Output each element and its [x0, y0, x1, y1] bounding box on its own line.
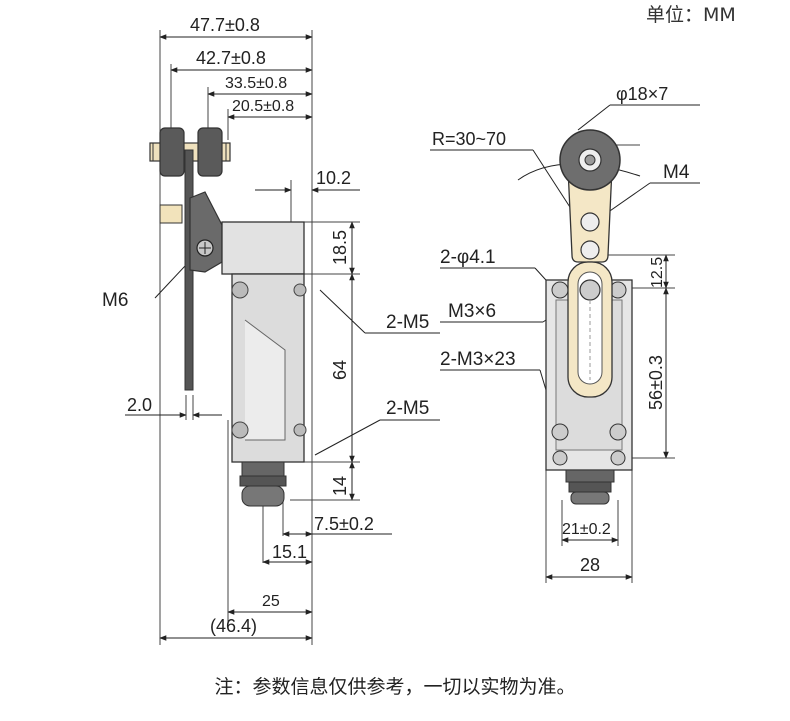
- front-lever-arm: [567, 167, 613, 398]
- dim-body-width: 28: [580, 555, 600, 575]
- callout-m6: M6: [102, 290, 128, 311]
- footnote: 注：参数信息仅供参考，一切以实物为准。: [214, 676, 576, 698]
- dim-offset-top: 10.2: [316, 168, 351, 188]
- dim-top-offset: 12.5: [649, 257, 666, 288]
- callout-m3x6: M3×6: [448, 301, 496, 322]
- dim-roller-size: φ18×7: [616, 84, 668, 104]
- dim-radius: R=30~70: [432, 129, 506, 149]
- side-lever-arm: [159, 149, 223, 391]
- front-view: φ18×7 R=30~70 12.5 56±0.3 21±0.2 28 M4 2…: [430, 84, 700, 583]
- callout-2-phi-4-1: 2-φ4.1: [440, 247, 496, 268]
- callout-m4: M4: [663, 162, 690, 183]
- dim-arm-thickness: 2.0: [127, 395, 152, 415]
- dim-nut-width-front: 21±0.2: [562, 521, 611, 538]
- callout-2-m5-lower: 2-M5: [386, 398, 429, 419]
- dim-width-3: 33.5±0.8: [225, 75, 287, 92]
- dim-height-top: 18.5: [330, 230, 350, 265]
- dim-boot-width: 15.1: [272, 542, 307, 562]
- callout-2-m5-upper: 2-M5: [386, 312, 429, 333]
- callout-2-m3x23: 2-M3×23: [440, 349, 516, 370]
- front-roller: [559, 129, 621, 191]
- dim-width-2: 42.7±0.8: [196, 48, 266, 68]
- dim-total-depth: (46.4): [210, 616, 257, 636]
- side-view: 47.7±0.8 42.7±0.8 33.5±0.8 20.5±0.8 10.2…: [102, 15, 440, 645]
- side-roller-assembly: [149, 127, 231, 177]
- dim-height-bottom: 14: [330, 476, 350, 496]
- dim-nut-width: 7.5±0.2: [314, 514, 374, 534]
- side-switch-body: [221, 221, 307, 507]
- dim-overall-width: 47.7±0.8: [190, 15, 260, 35]
- dim-hole-pitch: 56±0.3: [646, 355, 666, 410]
- dim-height-body: 64: [330, 360, 350, 380]
- dim-width-4: 20.5±0.8: [232, 98, 294, 115]
- dim-body-depth: 25: [262, 593, 280, 610]
- unit-label: 单位：MM: [646, 4, 736, 26]
